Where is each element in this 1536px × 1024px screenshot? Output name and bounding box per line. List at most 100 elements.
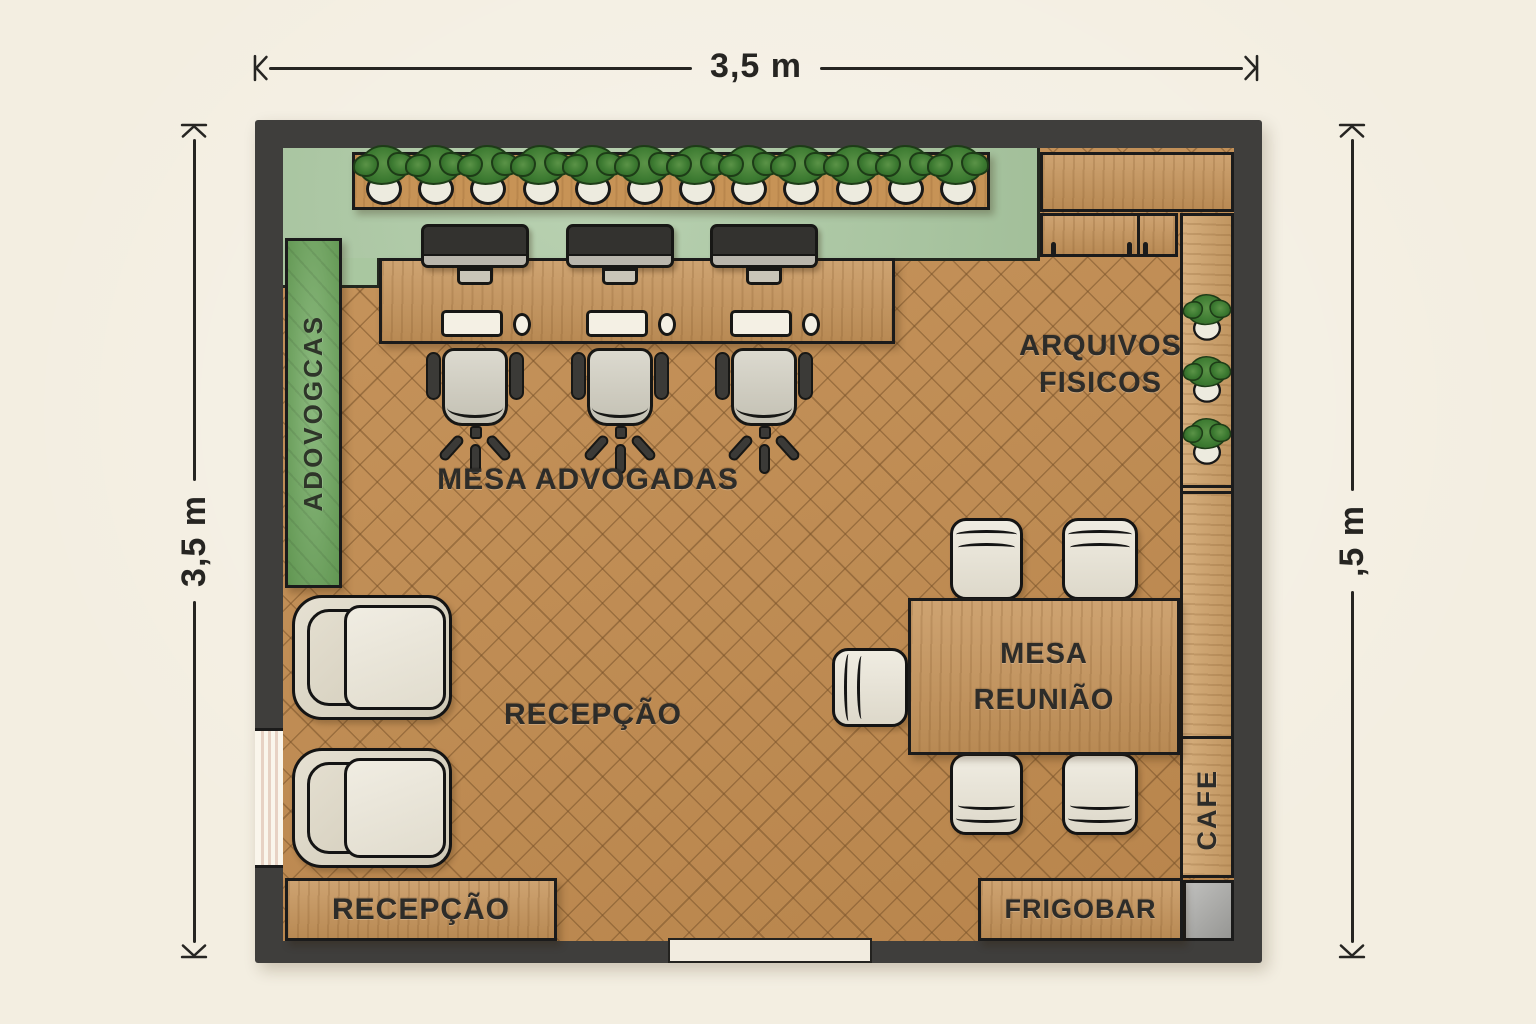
- dimension-line: [1350, 139, 1354, 491]
- dimension-line: [1350, 591, 1354, 944]
- monitor-icon: [710, 224, 818, 268]
- counter-divider: [1183, 736, 1231, 739]
- chair-leg: [470, 444, 481, 474]
- counter-plants: [1182, 294, 1232, 469]
- reception-desk: RECEPÇÃO: [285, 878, 557, 941]
- lawyers-strip: ADOVOGCAS: [285, 238, 342, 588]
- label-arquivos-fisicos: ARQUIVOS FISICOS: [988, 328, 1213, 402]
- cafe-counter: CAFE: [1183, 739, 1231, 881]
- dimension-left: 3,5 m: [174, 122, 213, 960]
- dimension-top: 3,5 m: [252, 46, 1260, 86]
- workstation: [704, 224, 824, 494]
- cabinet-handle: [1051, 242, 1056, 256]
- label-recepcao-floor: RECEPÇÃO: [503, 698, 683, 731]
- potted-plant: [561, 145, 624, 207]
- chair-post: [470, 426, 482, 439]
- chair-leg: [726, 433, 755, 463]
- reception-armchair: [292, 748, 452, 868]
- dimension-arrow-up-icon: [180, 123, 208, 138]
- chair-post: [759, 426, 771, 439]
- potted-plant: [1182, 418, 1232, 466]
- plant-foliage: [666, 145, 729, 185]
- label-mesa-reuniao-line1: MESA: [1000, 637, 1088, 670]
- mouse-icon: [802, 313, 820, 336]
- chair-backrest-line: [592, 397, 648, 418]
- meeting-chair: [1062, 518, 1138, 600]
- chair-leg: [629, 433, 658, 463]
- chair-backrest-line: [447, 397, 503, 418]
- dimension-label-left: 3,5 m: [174, 495, 213, 587]
- room-walls: ADOVOGCAS: [255, 120, 1262, 963]
- potted-plant: [874, 145, 937, 207]
- plant-foliage: [926, 145, 989, 185]
- potted-plant: [718, 145, 781, 207]
- plant-foliage: [561, 145, 624, 185]
- dimension-label-right: ,5 m: [1332, 504, 1371, 578]
- chair-armrest: [571, 352, 586, 400]
- mouse-icon: [658, 313, 676, 336]
- chair-leg: [773, 433, 802, 463]
- monitor-stand: [457, 268, 493, 285]
- monitor-base-bar: [713, 254, 815, 265]
- chair-seat: [442, 348, 508, 426]
- monitor-stand: [746, 268, 782, 285]
- monitor-stand: [602, 268, 638, 285]
- planter-shelf-plants: [353, 145, 989, 205]
- meeting-chair-end: [832, 648, 908, 727]
- potted-plant: [405, 145, 468, 207]
- dimension-line: [192, 139, 196, 482]
- planter-shelf: [352, 145, 990, 210]
- lawyers-strip-label: ADOVOGCAS: [298, 314, 328, 512]
- cabinet-handle: [1127, 242, 1132, 256]
- label-frigobar: FRIGOBAR: [1004, 894, 1157, 924]
- plant-foliage: [1182, 418, 1232, 450]
- plant-foliage: [509, 145, 572, 185]
- potted-plant: [666, 145, 729, 207]
- archive-cabinet-doors: [1040, 213, 1178, 257]
- plant-foliage: [770, 145, 833, 185]
- potted-plant: [926, 145, 989, 207]
- archive-cabinet-top: [1040, 152, 1234, 212]
- dimension-arrow-down-icon: [180, 944, 208, 959]
- chair-leg: [759, 444, 770, 474]
- potted-plant: [457, 145, 520, 207]
- potted-plant: [822, 145, 885, 207]
- counter-divider: [1183, 485, 1231, 494]
- plant-foliage: [718, 145, 781, 185]
- potted-plant: [613, 145, 676, 207]
- meeting-table: MESA REUNIÃO: [908, 598, 1180, 755]
- plant-foliage: [353, 145, 415, 185]
- workstations-row: [379, 224, 895, 494]
- chair-armrest: [654, 352, 669, 400]
- dimension-line: [269, 66, 693, 70]
- plant-foliage: [874, 145, 937, 185]
- dimension-label-top: 3,5 m: [710, 46, 802, 85]
- chair-armrest: [798, 352, 813, 400]
- mouse-icon: [513, 313, 531, 336]
- keyboard-icon: [441, 310, 503, 337]
- label-arquivos-line2: FISICOS: [1038, 367, 1162, 399]
- label-mesa-reuniao-line2: REUNIÃO: [973, 683, 1115, 716]
- cabinet-divider: [1137, 216, 1140, 254]
- chair-leg: [615, 444, 626, 474]
- chair-post: [615, 426, 627, 439]
- plant-foliage: [1182, 356, 1232, 388]
- dimension-line: [819, 66, 1244, 70]
- meeting-chair: [950, 753, 1023, 835]
- office-chair: [715, 348, 813, 488]
- cabinet-handle: [1143, 242, 1148, 256]
- appliance-square: [1183, 880, 1234, 941]
- dimension-arrow-right-icon: [1244, 54, 1259, 82]
- plant-foliage: [1182, 294, 1232, 326]
- chair-seat: [587, 348, 653, 426]
- label-mesa-advogadas: MESA ADVOGADAS: [437, 463, 739, 496]
- monitor-base-bar: [424, 254, 526, 265]
- door-opening: [668, 938, 872, 963]
- label-arquivos-line1: ARQUIVOS: [1019, 330, 1182, 362]
- armchair-cushion: [344, 605, 446, 710]
- label-recepcao-desk: RECEPÇÃO: [331, 892, 511, 926]
- meeting-chair: [950, 518, 1023, 600]
- monitor-icon: [566, 224, 674, 268]
- dimension-arrow-up-icon: [1338, 123, 1366, 138]
